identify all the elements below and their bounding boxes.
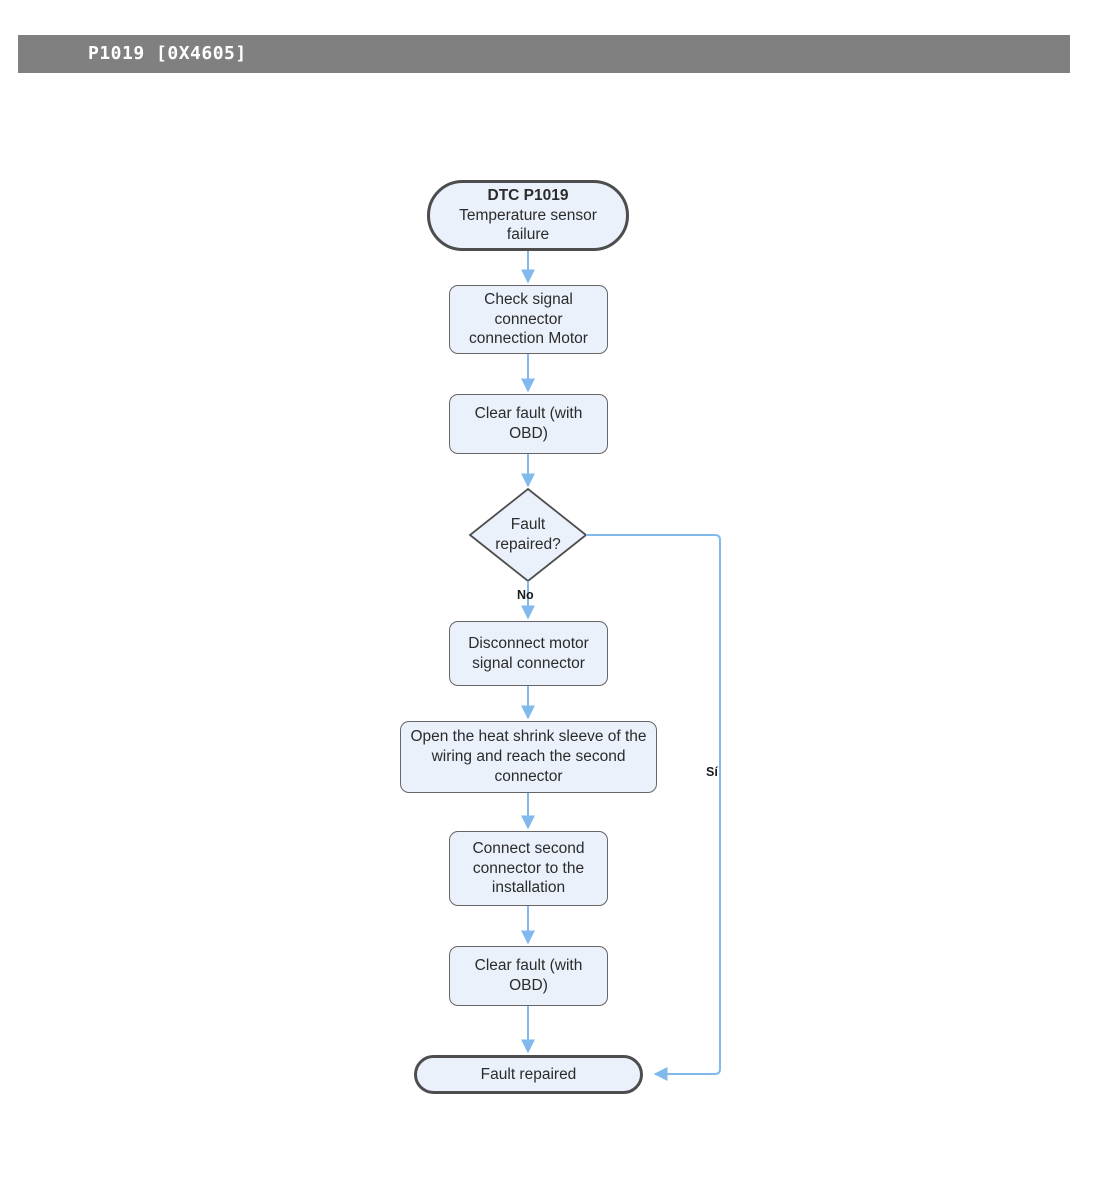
node-check-signal-connector[interactable]: Check signal connector connection Motor xyxy=(449,285,608,354)
node-open-heat-shrink-text: Open the heat shrink sleeve of the wirin… xyxy=(410,728,647,785)
node-start-description: Temperature sensor failure xyxy=(459,206,597,244)
node-clear-fault-1[interactable]: Clear fault (with OBD) xyxy=(449,394,608,454)
node-connect-second-connector[interactable]: Connect second connector to the installa… xyxy=(449,831,608,906)
node-disconnect-motor-text: Disconnect motor signal connector xyxy=(468,634,589,672)
node-open-heat-shrink-sleeve[interactable]: Open the heat shrink sleeve of the wirin… xyxy=(400,721,657,793)
edge-label-si: Sí xyxy=(706,765,718,779)
node-end-text: Fault repaired xyxy=(480,1065,577,1083)
node-connect-second-text: Connect second connector to the installa… xyxy=(472,839,585,897)
node-decision-text: Fault repaired? xyxy=(495,516,561,553)
page-header-bar: P1019 [0X4605] xyxy=(18,35,1070,73)
node-end-fault-repaired[interactable]: Fault repaired xyxy=(414,1055,643,1094)
node-disconnect-motor-connector[interactable]: Disconnect motor signal connector xyxy=(449,621,608,686)
node-start-text: DTC P1019 Temperature sensor failure xyxy=(430,186,626,245)
node-clear-fault-2-text: Clear fault (with OBD) xyxy=(474,957,583,994)
node-fault-repaired-decision[interactable]: Fault repaired? xyxy=(470,489,586,581)
node-clear-fault-1-text: Clear fault (with OBD) xyxy=(474,405,583,442)
node-check-signal-text: Check signal connector connection Motor xyxy=(469,290,588,348)
node-start-dtc-p1019[interactable]: DTC P1019 Temperature sensor failure xyxy=(427,180,629,251)
page-title: P1019 [0X4605] xyxy=(88,43,247,64)
edge-decision-si-to-end xyxy=(586,534,721,1081)
node-start-code: DTC P1019 xyxy=(487,186,569,204)
edge-label-no: No xyxy=(517,588,534,602)
node-clear-fault-2[interactable]: Clear fault (with OBD) xyxy=(449,946,608,1006)
